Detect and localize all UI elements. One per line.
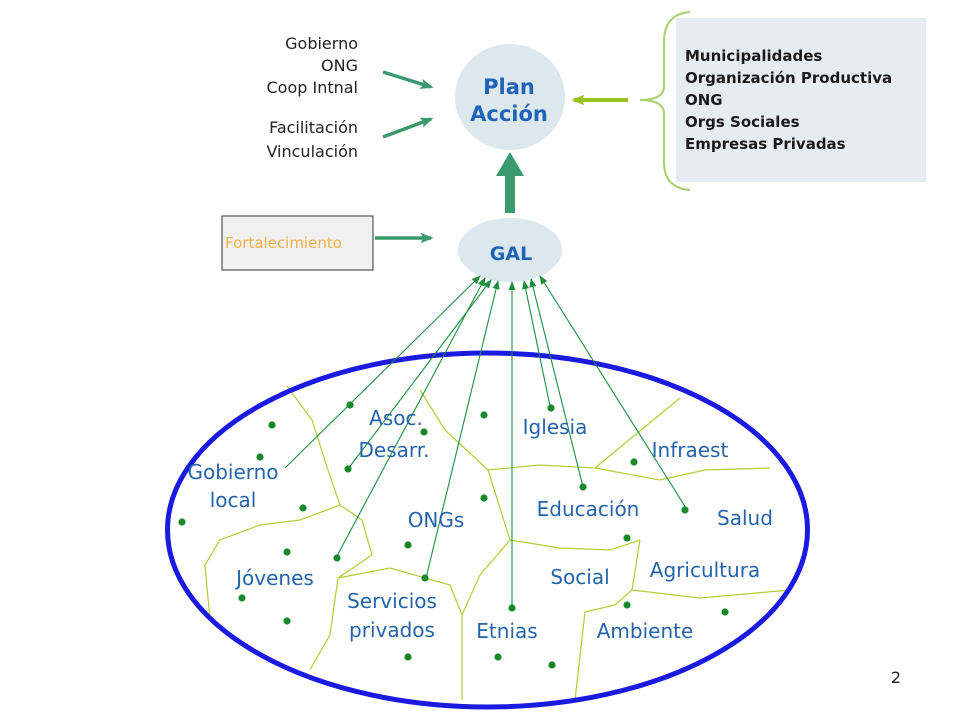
actor-dots (178, 401, 729, 669)
actor-dot (721, 608, 729, 616)
connector-arrow (425, 280, 500, 579)
fortalecimiento-box (221, 215, 374, 271)
actor-dot (623, 601, 631, 609)
connector-arrow (539, 275, 687, 509)
arrow-inputs-to-plan (382, 70, 434, 89)
actor-dot (420, 428, 428, 436)
gal-ellipse (458, 218, 562, 282)
sector-divider (286, 385, 363, 521)
sector-divider (594, 467, 771, 481)
connector-arrow (529, 278, 584, 488)
actor-dot (344, 465, 352, 473)
actor-dot (404, 541, 412, 549)
sector-labels: Gobierno local Asoc. Desarr. Iglesia Inf… (187, 406, 772, 643)
sector-label-gobierno-local: Gobierno (187, 460, 278, 484)
stakeholders-box (676, 18, 926, 182)
input-label-facilitacion: Facilitación (269, 118, 358, 137)
sector-label-ongs: ONGs (408, 508, 465, 532)
sector-label-agricultura: Agricultura (650, 558, 760, 582)
sector-label-servicios-privados: privados (349, 618, 435, 642)
sector-label-etnias: Etnias (476, 619, 537, 643)
actor-dot (404, 653, 412, 661)
sector-label-iglesia: Iglesia (523, 415, 588, 439)
sector-connectors (284, 275, 687, 608)
actor-dot (494, 653, 502, 661)
input-label-ong: ONG (321, 56, 358, 75)
fortalecimiento-label: Fortalecimiento (225, 234, 342, 252)
sector-divider (461, 469, 511, 616)
external-inputs: Gobierno ONG Coop Intnal Facilitación Vi… (266, 34, 358, 161)
curly-brace (639, 11, 691, 191)
actor-dot (238, 594, 246, 602)
actor-dot (579, 483, 587, 491)
sector-label-gobierno-local: local (210, 488, 257, 512)
actor-dot (256, 453, 264, 461)
sector-divider (337, 567, 463, 700)
territory-dividers (204, 385, 791, 701)
actor-dot (630, 458, 638, 466)
actor-dot (283, 548, 291, 556)
actor-dot (547, 404, 555, 412)
input-label-coop-intnal: Coop Intnal (266, 78, 358, 97)
sector-label-asoc-desarr: Desarr. (359, 438, 430, 462)
actor-dot (508, 604, 516, 612)
actor-dot (268, 421, 276, 429)
sector-divider (509, 539, 641, 551)
actor-dot (681, 506, 689, 514)
sector-divider (631, 589, 791, 599)
page-number: 2 (891, 668, 901, 687)
stakeholders-list: Municipalidades Organización Productiva … (685, 47, 892, 153)
sector-label-asoc-desarr: Asoc. (369, 406, 423, 430)
actor-dot (299, 504, 307, 512)
input-label-gobierno: Gobierno (285, 34, 358, 53)
sector-divider (204, 504, 341, 621)
sector-label-infraest: Infraest (652, 438, 729, 462)
stakeholder-item: Municipalidades (685, 47, 822, 65)
actor-dot (480, 494, 488, 502)
stakeholder-item: ONG (685, 91, 723, 109)
stakeholder-item: Organización Productiva (685, 69, 892, 87)
connector-arrow (284, 275, 481, 469)
stakeholder-item: Empresas Privadas (685, 135, 846, 153)
actor-dot (333, 554, 341, 562)
sector-label-social: Social (550, 565, 609, 589)
actor-dot (283, 617, 291, 625)
sector-label-salud: Salud (717, 506, 773, 530)
plan-accion-line2: Acción (470, 102, 548, 126)
sector-divider (574, 539, 641, 701)
actor-dot (421, 574, 429, 582)
gal-node: GAL (458, 218, 562, 282)
actor-dot (178, 518, 186, 526)
actor-dot (346, 401, 354, 409)
actor-dot (480, 411, 488, 419)
connector-arrow (347, 279, 492, 470)
territory-ellipse (165, 350, 810, 710)
sector-label-jovenes: Jóvenes (234, 566, 314, 590)
actor-dot (623, 534, 631, 542)
plan-accion-ellipse (455, 44, 565, 150)
arrow-gal-to-plan (496, 152, 524, 213)
actor-dot (548, 661, 556, 669)
sector-label-educacion: Educación (537, 497, 640, 521)
connector-arrow (522, 280, 551, 407)
sector-label-servicios-privados: Servicios (347, 589, 437, 613)
arrow-facilitation-to-plan (382, 117, 434, 139)
stakeholder-item: Orgs Sociales (685, 113, 800, 131)
plan-accion-node: Plan Acción (455, 44, 565, 150)
plan-accion-line1: Plan (483, 75, 535, 99)
sector-divider (419, 389, 541, 471)
sector-label-ambiente: Ambiente (597, 619, 694, 643)
input-label-vinculacion: Vinculación (266, 142, 358, 161)
connector-arrow (336, 277, 486, 557)
gal-label: GAL (490, 243, 532, 265)
